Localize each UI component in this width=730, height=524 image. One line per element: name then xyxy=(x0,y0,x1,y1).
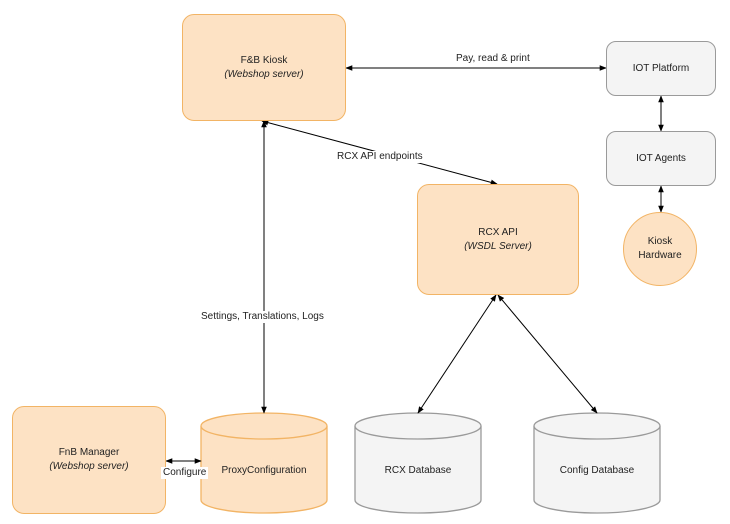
kiosk-hardware-line1: Kiosk xyxy=(647,236,673,247)
iot-platform-title: IOT Platform xyxy=(632,62,690,74)
proxy-configuration-cylinder[interactable] xyxy=(200,412,328,514)
edge-rcx-api-config-db[interactable] xyxy=(497,294,598,414)
edge-rcx-api-rcx-db[interactable] xyxy=(417,294,497,414)
edge-label-configure: Configure xyxy=(161,467,209,479)
config-database-label: Config Database xyxy=(559,465,635,476)
fb-kiosk-subtitle: (Webshop server) xyxy=(224,68,304,80)
proxy-configuration-label: ProxyConfiguration xyxy=(221,465,307,476)
fb-kiosk-node[interactable]: F&B Kiosk (Webshop server) xyxy=(182,14,346,121)
rcx-database-label: RCX Database xyxy=(384,465,452,476)
fnb-manager-title: FnB Manager xyxy=(58,447,120,458)
fnb-manager-node[interactable]: FnB Manager (Webshop server) xyxy=(12,406,166,514)
rcx-api-title: RCX API xyxy=(478,226,518,238)
fb-kiosk-title: F&B Kiosk xyxy=(240,54,288,66)
edge-label-settings-translations-logs: Settings, Translations, Logs xyxy=(199,311,326,323)
iot-platform-node[interactable]: IOT Platform xyxy=(606,41,716,96)
kiosk-hardware-line2: Hardware xyxy=(638,250,682,261)
config-database-cylinder[interactable] xyxy=(533,412,661,514)
edge-label-pay-read-print: Pay, read & print xyxy=(454,53,532,65)
iot-agents-node[interactable]: IOT Agents xyxy=(606,131,716,186)
edge-label-rcx-api-endpoints: RCX API endpoints xyxy=(335,151,425,163)
iot-agents-title: IOT Agents xyxy=(636,152,686,164)
rcx-api-subtitle: (WSDL Server) xyxy=(464,240,532,252)
kiosk-hardware-node[interactable]: Kiosk Hardware xyxy=(623,212,697,286)
fnb-manager-subtitle: (Webshop server) xyxy=(49,461,129,472)
rcx-api-node[interactable]: RCX API (WSDL Server) xyxy=(417,184,579,295)
rcx-database-cylinder[interactable] xyxy=(354,412,482,514)
